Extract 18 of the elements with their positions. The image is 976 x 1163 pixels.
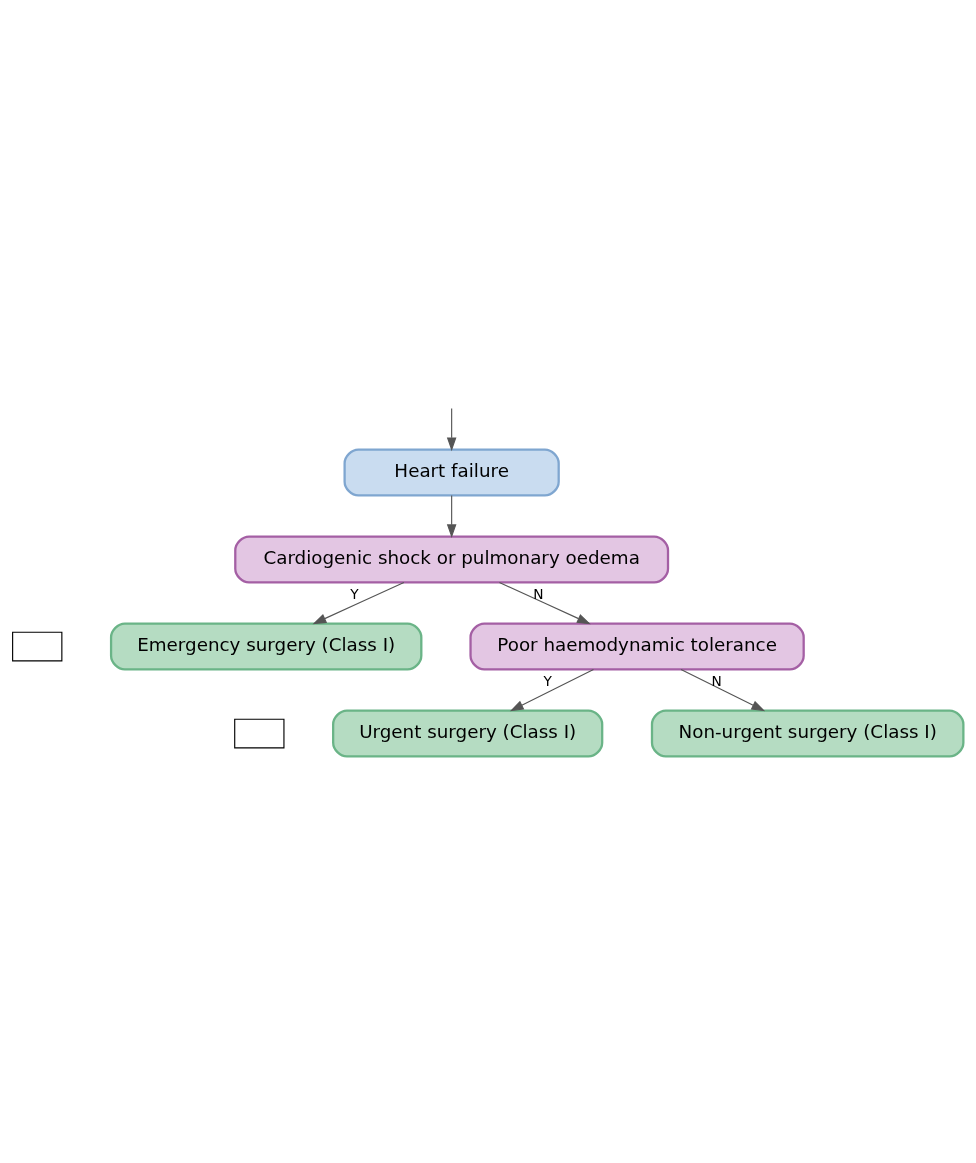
arrow	[509, 668, 595, 711]
node-box: Emergency surgery (Class I)	[109, 621, 423, 671]
node-box: Heart failure	[343, 447, 560, 497]
node-box	[12, 631, 63, 661]
edge-label: N	[711, 672, 722, 689]
arrow	[446, 494, 457, 538]
edge-label: N	[533, 585, 544, 602]
arrow	[498, 581, 591, 624]
node-box: Cardiogenic shock or pulmonary oedema	[234, 534, 670, 584]
node-box: Non-urgent surgery (Class I)	[650, 709, 965, 758]
arrow	[680, 668, 766, 711]
edge-label: Y	[350, 585, 359, 602]
edge-label: Y	[543, 672, 552, 689]
arrow	[312, 581, 405, 624]
arrow	[446, 407, 457, 451]
node-box	[234, 718, 285, 748]
node-box: Urgent surgery (Class I)	[332, 709, 604, 758]
node-box: Poor haemodynamic tolerance	[469, 621, 805, 671]
